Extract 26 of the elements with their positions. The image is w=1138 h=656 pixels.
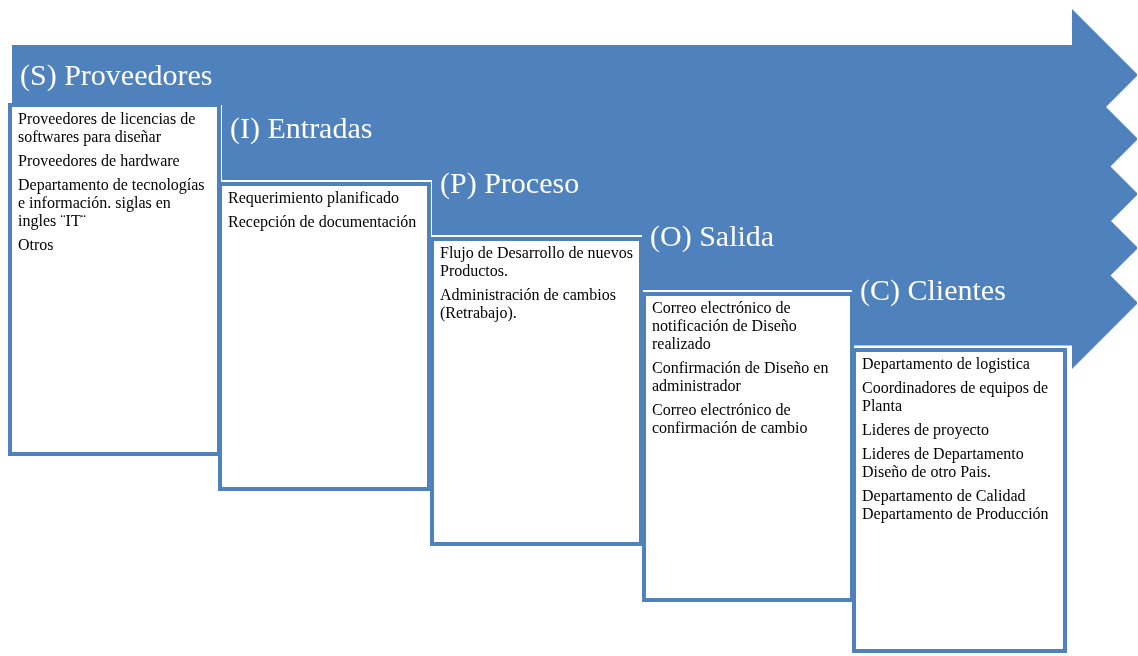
list-item: Proveedores de hardware <box>18 152 181 170</box>
list-item: Flujo de Desarrollo de nuevos Productos. <box>440 244 633 280</box>
list-panel <box>642 292 854 602</box>
band-heading: (O) Salida <box>650 218 775 254</box>
list-item: Administración de cambios (Retrabajo). <box>440 286 617 322</box>
list-item: Otros <box>18 236 55 254</box>
list-panel <box>8 103 221 456</box>
list-panel <box>430 237 643 546</box>
list-item: Departamento de logistica <box>862 355 1031 373</box>
list-item: Correo electrónico de confirmación de cambio <box>652 401 809 437</box>
list-item: Recepción de documentación <box>228 213 418 231</box>
band-heading: (S) Proveedores <box>20 57 213 93</box>
list-item: Lideres de Departamento Diseño de otro Pais. <box>862 445 1025 481</box>
band-heading: (C) Clientes <box>860 272 1006 308</box>
list-panel <box>218 182 431 491</box>
band-heading: (P) Proceso <box>440 165 580 201</box>
list-item: Departamento de tecnologías e información. siglas en ingles ¨IT¨ <box>18 176 206 230</box>
list-item: Correo electrónico de notificación de Diseño realizado <box>652 299 798 353</box>
list-item: Departamento de Calidad Departamento de Producción <box>862 487 1050 523</box>
list-panel <box>852 348 1067 653</box>
list-item: Requerimiento planificado <box>228 189 401 207</box>
band-heading: (I) Entradas <box>230 110 373 146</box>
list-item: Proveedores de licencias de softwares para diseñar <box>18 110 197 146</box>
list-item: Lideres de proyecto <box>862 421 991 439</box>
list-item: Confirmación de Diseño en administrador <box>652 359 830 395</box>
list-item: Coordinadores de equipos de Planta <box>862 379 1050 415</box>
